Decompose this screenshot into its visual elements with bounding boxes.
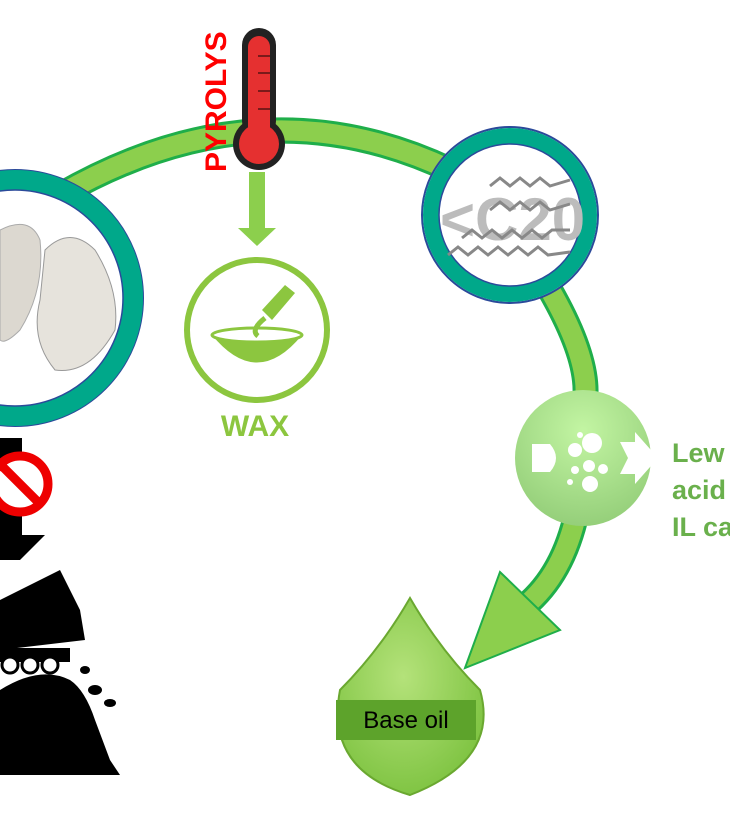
- arrow-down-icon: [238, 228, 276, 246]
- wax-icon: [184, 257, 330, 403]
- base-oil-drop: Base oil: [336, 595, 485, 797]
- pyrolysis-label: PYROLYS: [200, 31, 233, 172]
- reaction-icon: [532, 444, 556, 472]
- catalyst-label-line2: acid: [672, 475, 726, 505]
- arrow-to-base-oil: [463, 570, 562, 670]
- catalyst-label-line3: IL ca: [672, 512, 730, 542]
- hydrocarbon-chain-icon: [447, 176, 571, 257]
- base-oil-label: Base oil: [363, 707, 448, 734]
- thermometer-icon: [233, 28, 285, 170]
- short-chain-circle: <C20: [421, 126, 599, 304]
- dump-truck-icon: [0, 570, 120, 775]
- plastic-bag-icon: [0, 223, 42, 342]
- wax-label: WAX: [221, 410, 289, 443]
- plastic-bags-circle: [0, 169, 144, 427]
- catalyst-circle: [515, 390, 658, 526]
- chain-length-label: <C20: [440, 186, 585, 253]
- no-landfill-icon: [0, 438, 53, 560]
- catalyst-label-line1: Lew: [672, 438, 726, 468]
- plastic-bag-icon: [36, 237, 117, 371]
